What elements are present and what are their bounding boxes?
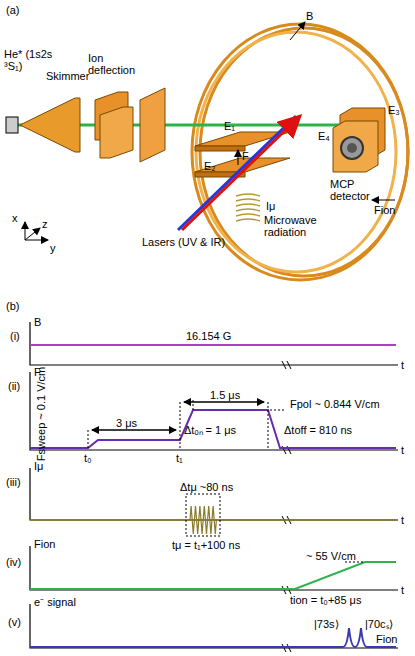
field-label: B [306,10,313,22]
value-label: 16.154 G [186,330,231,342]
time-label: tion = t₀+85 μs [290,594,361,606]
panel-letter: (b) [6,300,19,312]
time-label: tμ = t₁+100 ns [172,539,240,551]
axis-label: t [401,514,404,526]
time-label: Δtμ ~80 ns [180,481,233,493]
subpanel-number: (iv) [6,556,21,568]
field-label: Fion [374,204,395,216]
axis-label: t [401,444,404,456]
part-name: Microwave radiation [264,214,334,238]
field-label: F [242,150,249,162]
time-label: Δtoff = 810 ns [284,424,352,436]
species-label: He* (1s2s ³S₁) [4,48,56,72]
axis-label: t [401,359,404,371]
part-name: Lasers (UV & IR) [142,236,225,248]
axis-label: Fion [34,538,55,550]
time-label: t₀ [84,452,92,464]
subpanel-number: (ii) [8,380,20,392]
part-name: Ion deflection [88,52,143,76]
subpanel-number: (iii) [6,476,21,488]
subpanel-number: (v) [8,616,21,628]
axis-label: t [401,584,404,596]
value-label: Fsweep ~ 0.1 V/cm [35,367,47,461]
axis-label: y [50,242,56,254]
electrode-name: E₁ [224,120,235,132]
electrode-name: E₄ [318,130,330,142]
axis-label: z [42,218,48,230]
current-label: Iμ [266,200,275,212]
time-label: t₁ [176,452,183,464]
part-name: Skimmer [46,70,89,82]
axis-label: Iμ [34,460,43,472]
time-label: 3 μs [116,417,137,429]
state-label: |70cₛ⟩ [365,618,393,630]
panel-letter: (a) [6,4,19,16]
electrode-name: E₂ [204,160,216,172]
axis-label: e⁻ signal [34,596,76,608]
electrode-name: E₃ [388,104,400,116]
subpanel-number: (i) [10,330,20,342]
axis-label: x [12,212,18,224]
axis-label: Fion [376,633,397,645]
value-label: Fpol ~ 0.844 V/cm [290,398,380,410]
value-label: ~ 55 V/cm [306,550,356,562]
state-label: |73s⟩ [314,618,339,630]
part-name: MCP detector [330,178,385,202]
time-label: Δtₒₙ = 1 μs [184,424,236,436]
time-label: 1.5 μs [210,389,240,401]
axis-label: B [34,316,41,328]
